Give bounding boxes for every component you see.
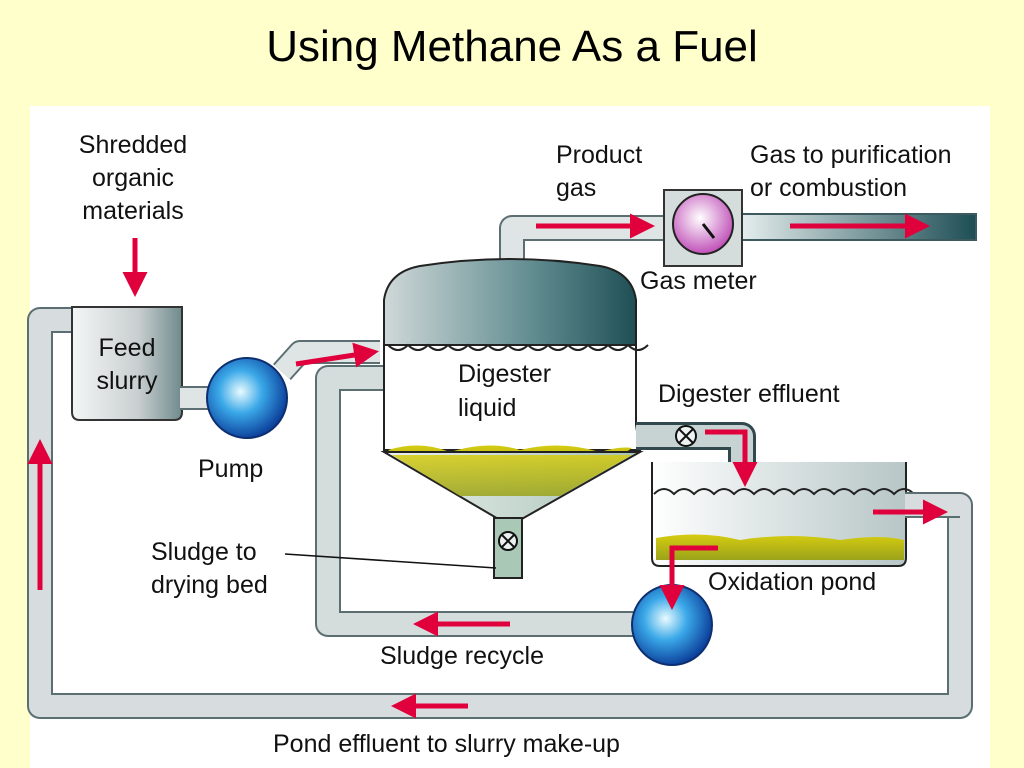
label-gas-meter: Gas meter	[640, 267, 757, 295]
label-shredded-2: organic	[92, 164, 174, 192]
label-digester-1: Digester	[458, 360, 551, 388]
digester-gas-surface	[387, 343, 649, 351]
feed-pump	[206, 357, 288, 439]
gas-meter	[663, 189, 743, 267]
label-sludge-dry-1: Sludge to	[151, 538, 257, 566]
label-product-2: gas	[556, 174, 596, 202]
label-sludge-dry-2: drying bed	[151, 571, 268, 599]
label-digester-2: liquid	[458, 394, 516, 422]
pond-sludge	[656, 534, 904, 560]
page-title: Using Methane As a Fuel	[266, 22, 758, 71]
sludge-valve-icon	[498, 531, 518, 551]
pond-surface	[653, 488, 915, 496]
arrow-digester-effluent	[705, 429, 758, 487]
label-product-1: Product	[556, 141, 642, 169]
label-oxidation-pond: Oxidation pond	[708, 568, 876, 596]
label-shredded-3: materials	[82, 197, 183, 225]
funnel-liquid	[392, 455, 632, 496]
arrow-pond-to-pump	[659, 545, 718, 610]
label-pump: Pump	[198, 455, 263, 483]
digester-dome	[383, 258, 637, 346]
sludge-leader-line	[284, 553, 497, 569]
label-sludge-recycle: Sludge recycle	[380, 642, 544, 670]
flow-arrows	[27, 213, 948, 719]
effluent-valve-icon	[675, 425, 697, 447]
feed-slurry-tank	[71, 306, 183, 421]
product-gas-pipe	[499, 213, 977, 262]
label-digester-effluent: Digester effluent	[658, 380, 840, 408]
label-feed-1: Feed	[99, 334, 156, 362]
label-pond-effluent: Pond effluent to slurry make-up	[273, 730, 620, 758]
arrow-to-digester	[295, 342, 379, 368]
label-gas-to-2: or combustion	[750, 174, 907, 202]
label-shredded-1: Shredded	[79, 131, 187, 159]
label-gas-to-1: Gas to purification	[750, 141, 952, 169]
label-feed-2: slurry	[96, 367, 158, 395]
